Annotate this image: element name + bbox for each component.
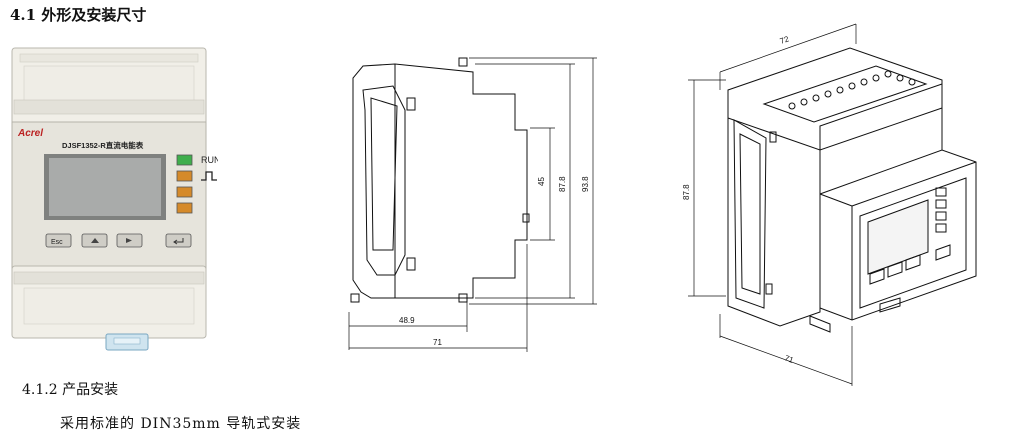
dim-depth-total: 71 <box>433 338 442 347</box>
status-led-3 <box>176 202 193 214</box>
dim-depth-partial: 48.9 <box>399 316 415 325</box>
run-label: RUN <box>201 155 218 165</box>
left-arrow-icon <box>91 238 99 243</box>
iso-lcd-screen <box>867 199 929 275</box>
status-led-2 <box>176 186 193 198</box>
installation-text: 采用标准的 DIN35mm 导轨式安装 <box>60 416 302 432</box>
side-view-drawing: 45 87.8 93.8 48.9 71 <box>348 57 597 352</box>
enter-key[interactable] <box>165 233 192 248</box>
side-outline <box>352 63 528 299</box>
pulse-icon <box>201 171 217 181</box>
run-led <box>176 154 193 166</box>
esc-key-label: Esc <box>51 239 63 246</box>
dim-height-inner: 87.8 <box>558 176 567 192</box>
iso-dim-height: 87.8 <box>682 184 691 200</box>
pulse-led <box>176 170 193 182</box>
right-arrow-icon <box>126 238 132 243</box>
front-view-drawing: Acrel DJSF1352-R直流电能表 RUN Esc <box>11 47 218 351</box>
iso-side-panel <box>727 90 821 327</box>
side-handle <box>362 85 406 276</box>
model-label: DJSF1352-R直流电能表 <box>62 140 144 150</box>
section-heading: 4.1 外形及安装尺寸 <box>10 6 147 24</box>
dim-height-outer: 93.8 <box>581 176 590 192</box>
subsection-heading: 4.1.2 产品安装 <box>22 382 119 398</box>
iso-dim-depth: 71 <box>783 353 795 365</box>
brand-logo: Acrel <box>17 128 43 139</box>
lcd-screen <box>49 158 161 216</box>
isometric-view-drawing: 72 87.8 71 <box>682 23 977 386</box>
esc-key[interactable] <box>45 233 72 248</box>
iso-dim-width: 72 <box>779 34 791 46</box>
dim-rail: 45 <box>537 177 546 186</box>
enter-icon <box>173 238 184 245</box>
